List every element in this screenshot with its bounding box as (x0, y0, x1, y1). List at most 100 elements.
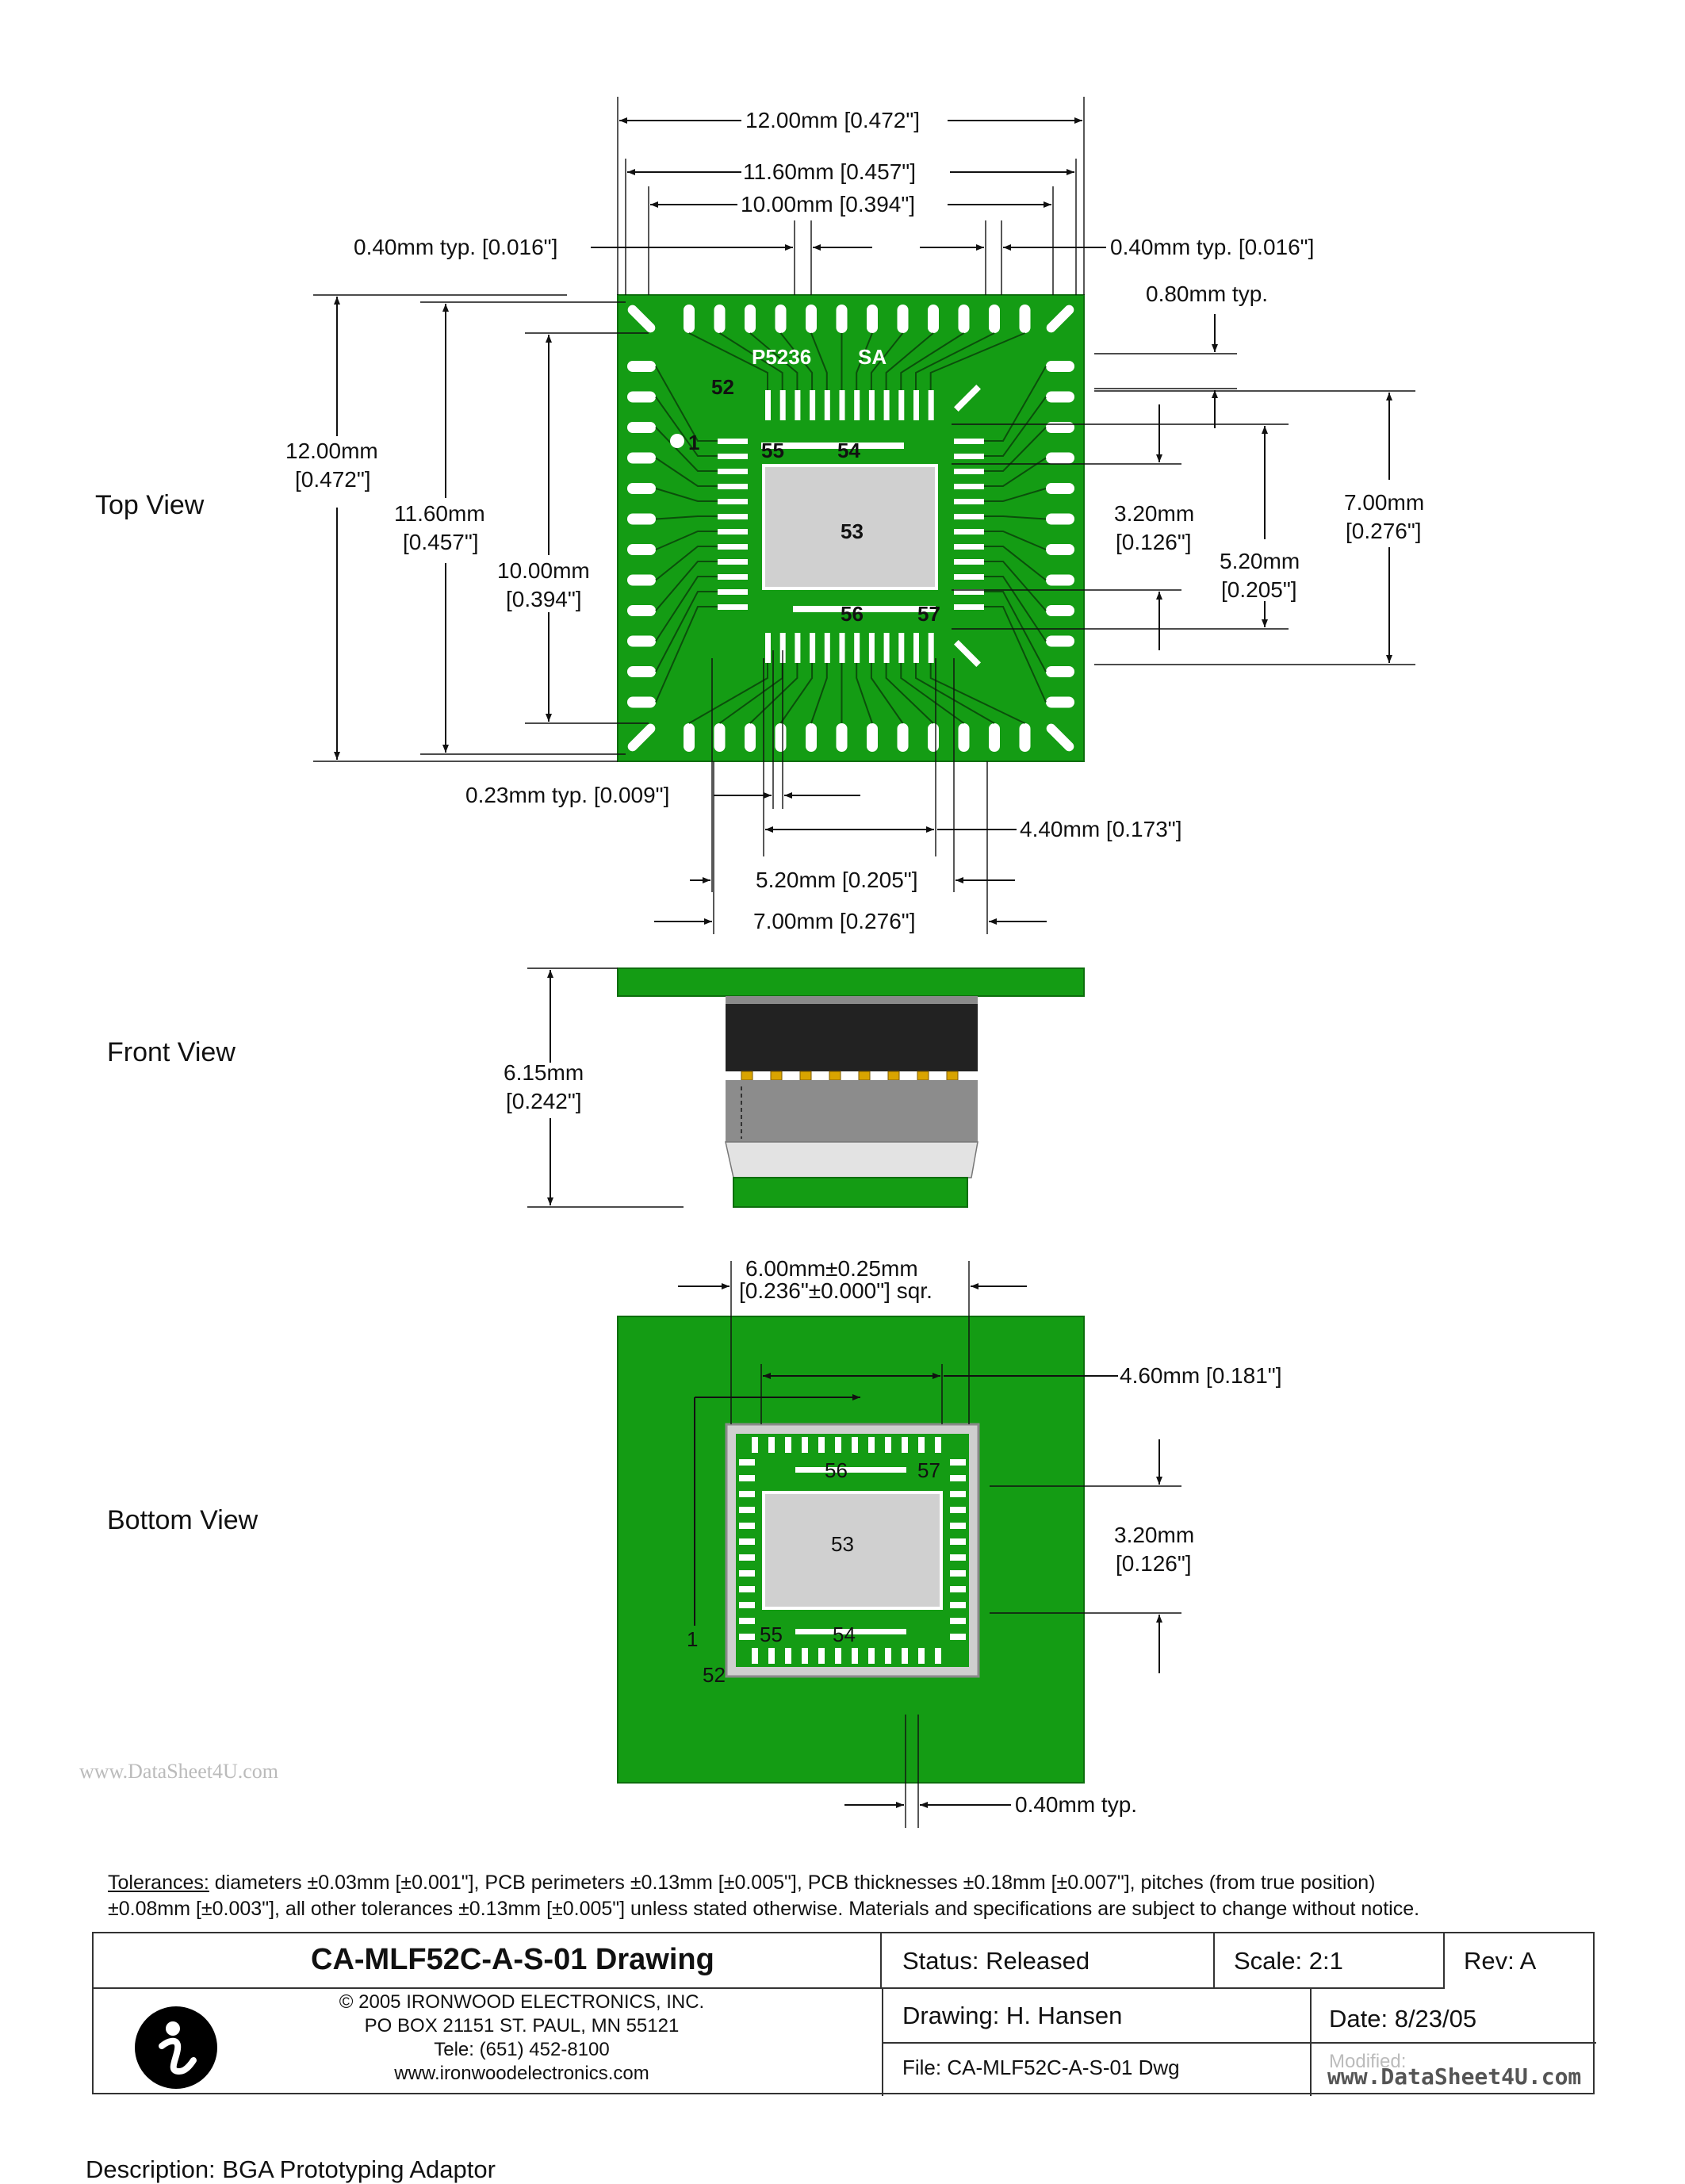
pad-top-row (897, 305, 909, 333)
land-right (954, 589, 984, 595)
land-top (810, 390, 816, 420)
bottom-land-top (752, 1437, 758, 1453)
bottom-view: 56 57 53 55 54 1 52 6.00mm±0.25mm [0.236… (617, 1256, 1282, 1828)
pad-corner (1046, 723, 1074, 752)
description: Description: BGA Prototyping Adaptor (86, 2155, 496, 2183)
trace (810, 332, 828, 390)
pad-54-55-bar (761, 443, 904, 449)
solder-ball (829, 1071, 841, 1081)
pad-right-col (1046, 483, 1074, 494)
top-pin-55-label: 55 (761, 439, 784, 462)
pad-bottom-row (775, 723, 787, 752)
bottom-land-top (835, 1437, 841, 1453)
board-text-rev: SA (858, 345, 887, 369)
bottom-pin-1-label: 1 (687, 1627, 698, 1651)
trace (885, 663, 934, 724)
pad-bottom-row (836, 723, 848, 752)
pad-corner (627, 723, 656, 752)
bottom-land-left (739, 1634, 755, 1640)
scale: Scale: 2:1 (1234, 1947, 1343, 1975)
dim-3-2mm: 3.20mm (1114, 501, 1194, 526)
land-right (954, 604, 984, 610)
land-bottom (779, 633, 786, 663)
watermark-left: www.DataSheet4U.com (79, 1760, 278, 1783)
dim-7mm-in: [0.276"] (1346, 519, 1422, 543)
bottom-pin-56-label: 56 (825, 1458, 848, 1482)
bottom-land-left (739, 1602, 755, 1608)
dim-socket-size: 6.00mm±0.25mm (745, 1256, 918, 1281)
pad-bottom-row (867, 723, 878, 752)
trace (655, 606, 718, 703)
land-bottom (898, 633, 905, 663)
trace (900, 332, 965, 390)
bottom-land-right (950, 1507, 966, 1513)
tolerances-note: Tolerances: diameters ±0.03mm [±0.001"],… (108, 1870, 1614, 1922)
top-view-label: Top View (95, 490, 205, 520)
land-bottom (883, 633, 890, 663)
copyright: © 2005 IRONWOOD ELECTRONICS, INC. (339, 1991, 705, 2013)
bottom-land-bottom (902, 1648, 908, 1664)
tolerances-heading: Tolerances: (108, 1872, 209, 1894)
land-top (928, 390, 934, 420)
trace (984, 591, 1047, 672)
land-top (913, 390, 919, 420)
trace (655, 427, 718, 472)
bottom-land-right (950, 1602, 966, 1608)
land-left (718, 499, 748, 504)
trace (655, 488, 718, 502)
bottom-land-bottom (935, 1648, 941, 1664)
trace (655, 591, 718, 672)
land-bottom (839, 633, 845, 663)
bottom-land-left (739, 1618, 755, 1624)
land-bottom (765, 633, 771, 663)
dim-3-2mm-in: [0.126"] (1116, 530, 1192, 554)
pad-right-col (1046, 574, 1074, 586)
pad-left-col (627, 422, 656, 433)
trace (915, 332, 995, 390)
trace (984, 576, 1047, 642)
drawing-date: Date: 8/23/05 (1329, 2005, 1477, 2033)
pad-top-row (1019, 305, 1031, 333)
bottom-land-bottom (852, 1648, 858, 1664)
pad-left-col (627, 635, 656, 647)
pad-bottom-row (897, 723, 909, 752)
trace (810, 663, 828, 724)
pad-right-col (1046, 391, 1074, 403)
drawing-title: CA-MLF52C-A-S-01 Drawing (311, 1943, 714, 1976)
bottom-land-right (950, 1554, 966, 1561)
bottom-pin-52-label: 52 (703, 1663, 726, 1687)
land-right (954, 439, 984, 444)
trace (984, 531, 1047, 550)
pad-bottom-row (714, 723, 726, 752)
trace (984, 366, 1047, 442)
bottom-view-label: Bottom View (107, 1505, 258, 1535)
pad-left-col (627, 483, 656, 494)
pad-corner (627, 305, 656, 333)
bottom-land-bottom (918, 1648, 925, 1664)
bottom-land-pattern (739, 1437, 966, 1664)
pad-corner (1046, 305, 1074, 333)
land-bottom (795, 633, 801, 663)
trace (655, 531, 718, 550)
bottom-land-right (950, 1586, 966, 1592)
bottom-land-right (950, 1634, 966, 1640)
top-land-pattern (718, 385, 984, 667)
land-right (954, 499, 984, 504)
solder-ball (858, 1071, 871, 1081)
bottom-land-bottom (768, 1648, 775, 1664)
bottom-land-right (950, 1523, 966, 1529)
dim-bottom-0-4mm: 0.40mm typ. (1015, 1792, 1137, 1817)
land-right (954, 544, 984, 550)
bottom-thermal-pad (762, 1491, 943, 1610)
bottom-land-left (739, 1538, 755, 1545)
watermark-right: www.DataSheet4U.com (1327, 2063, 1582, 2090)
trace (749, 332, 798, 390)
bottom-land-left (739, 1507, 755, 1513)
pad-bottom-row (958, 723, 970, 752)
bottom-land-left (739, 1570, 755, 1577)
trace (688, 663, 768, 724)
land-right (954, 574, 984, 580)
trace (655, 576, 718, 642)
dim-height-10mm-in: [0.394"] (506, 587, 582, 611)
bottom-land-top (935, 1437, 941, 1453)
